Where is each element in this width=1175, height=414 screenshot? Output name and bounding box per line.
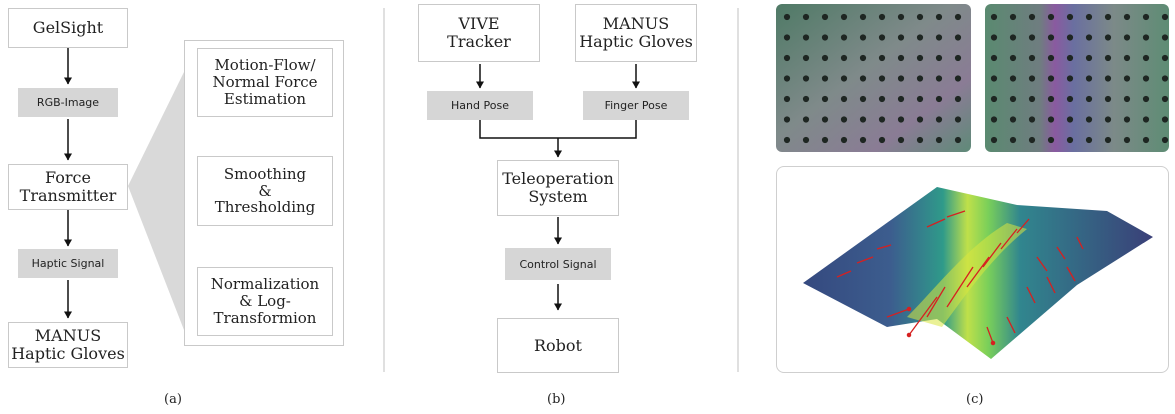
force-transmitter-label: Force Transmitter [19, 168, 117, 205]
gelsight-label: GelSight [32, 18, 104, 38]
surface-plot-3d [776, 166, 1169, 373]
force-transmitter-box: Force Transmitter [8, 164, 128, 210]
expansion-wedge [128, 72, 184, 330]
finger-pose-label: Finger Pose [604, 99, 668, 112]
tactile-image-deformed [985, 4, 1169, 152]
teleoperation-box: Teleoperation System [497, 160, 619, 216]
force-vectors [836, 210, 1084, 346]
tactile-image-deformed-graphic [985, 4, 1169, 152]
caption-a: (a) [164, 392, 182, 407]
tactile-image-undeformed [776, 4, 971, 152]
tactile-image-undeformed-graphic [776, 4, 971, 152]
normalization-label: Normalization & Log- Transformion [210, 275, 320, 327]
gelsight-box: GelSight [8, 8, 128, 48]
motion-flow-label: Motion-Flow/ Normal Force Estimation [212, 56, 318, 108]
surface-plot-graphic [803, 187, 1153, 359]
rgb-image-pill: RGB-Image [18, 88, 118, 117]
separator-a-b [383, 8, 385, 372]
manus-gloves-label-b: MANUS Haptic Gloves [579, 14, 693, 51]
smoothing-box: Smoothing & Thresholding [197, 156, 333, 226]
control-signal-label: Control Signal [519, 257, 597, 271]
caption-b: (b) [547, 392, 566, 407]
teleoperation-label: Teleoperation System [502, 169, 614, 206]
hand-pose-pill: Hand Pose [427, 91, 533, 120]
robot-label: Robot [534, 335, 582, 355]
robot-box: Robot [497, 318, 619, 373]
manus-gloves-label-a: MANUS Haptic Gloves [11, 326, 125, 363]
vive-tracker-box: VIVE Tracker [418, 4, 540, 62]
manus-gloves-box-b: MANUS Haptic Gloves [575, 4, 697, 62]
haptic-signal-pill: Haptic Signal [18, 249, 118, 278]
caption-c: (c) [966, 392, 984, 407]
haptic-signal-label: Haptic Signal [31, 257, 105, 270]
rgb-image-label: RGB-Image [36, 96, 100, 109]
finger-pose-pill: Finger Pose [583, 91, 689, 120]
control-signal-pill: Control Signal [505, 248, 611, 280]
vive-tracker-label: VIVE Tracker [447, 14, 511, 51]
motion-flow-box: Motion-Flow/ Normal Force Estimation [197, 48, 333, 117]
normalization-box: Normalization & Log- Transformion [197, 267, 333, 336]
connector-merge [479, 120, 637, 139]
hand-pose-label: Hand Pose [451, 99, 509, 112]
manus-gloves-box-a: MANUS Haptic Gloves [8, 322, 128, 368]
smoothing-label: Smoothing & Thresholding [214, 164, 316, 217]
separator-b-c [737, 8, 739, 372]
